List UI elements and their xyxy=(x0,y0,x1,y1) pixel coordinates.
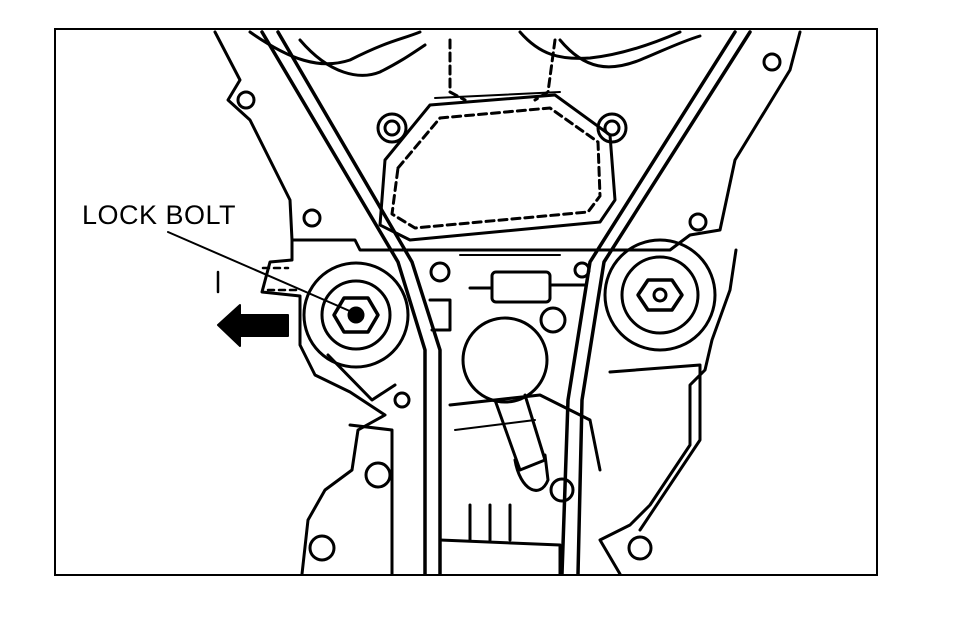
direction-arrow xyxy=(217,304,289,347)
upper-casting xyxy=(213,30,802,252)
movement-guides xyxy=(216,266,302,294)
tensioner-pulley xyxy=(302,261,410,402)
timing-belt xyxy=(260,30,752,574)
diagram-frame xyxy=(54,28,878,576)
center-components xyxy=(428,254,591,492)
thermostat-housing xyxy=(376,38,628,242)
idler-pulley xyxy=(603,238,717,352)
lock-bolt-label: LOCK BOLT xyxy=(82,200,237,230)
lock-bolt-leader-line xyxy=(167,231,353,313)
